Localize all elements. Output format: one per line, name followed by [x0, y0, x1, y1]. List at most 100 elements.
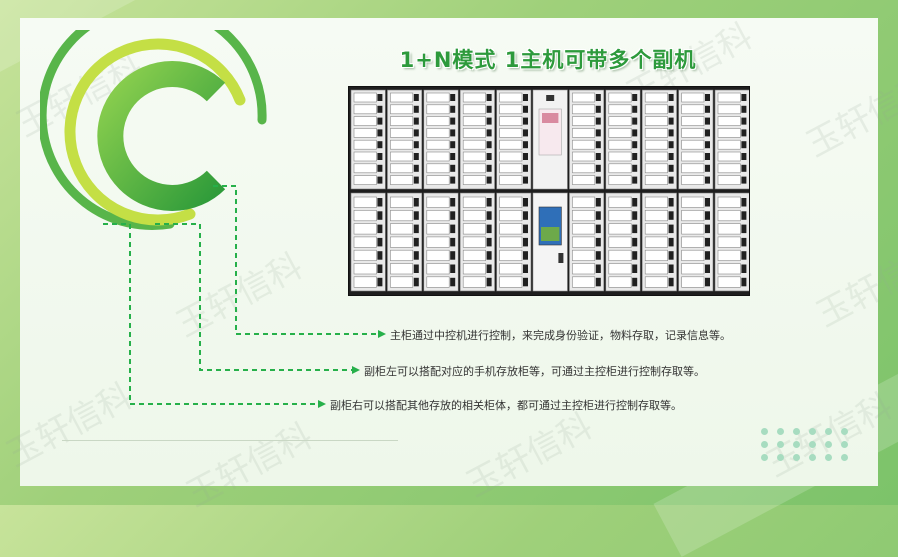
dot-grid-icon [761, 428, 853, 464]
locker-door [353, 116, 377, 126]
locker-door [644, 104, 668, 115]
locker-door [353, 139, 377, 150]
locker-slot [632, 211, 638, 220]
locker-door [717, 276, 741, 288]
locker-door [353, 151, 377, 162]
locker-slot [705, 105, 710, 113]
locker-slot [741, 277, 747, 287]
locker-door [717, 210, 741, 222]
locker-door [499, 139, 523, 150]
locker-slot [523, 141, 528, 149]
locker-door [681, 104, 705, 115]
locker-door [608, 223, 632, 235]
locker-slot [450, 251, 456, 260]
locker-door [681, 128, 705, 138]
locker-door [644, 236, 668, 248]
locker-door [390, 128, 414, 138]
locker-door [681, 175, 705, 185]
locker-door [462, 151, 486, 162]
locker-slot [523, 94, 528, 101]
locker-door [390, 163, 414, 174]
locker-slot [377, 176, 383, 184]
locker-slot [523, 251, 528, 260]
locker-door [353, 128, 377, 138]
locker-slot [632, 198, 638, 207]
locker-door [717, 223, 741, 235]
locker-door [572, 196, 596, 208]
locker-slot [668, 117, 674, 125]
locker-slot [668, 237, 674, 247]
locker-slot [668, 224, 674, 234]
locker-cabinet-image [348, 86, 750, 296]
locker-slot [741, 141, 747, 149]
locker-slot [632, 176, 638, 184]
locker-door [717, 196, 741, 208]
locker-door [717, 163, 741, 174]
locker-slot [668, 164, 674, 172]
locker-door [499, 104, 523, 115]
locker-slot [705, 277, 710, 287]
locker-door [499, 276, 523, 288]
locker-slot [668, 198, 674, 207]
locker-door [681, 92, 705, 103]
locker-door [572, 116, 596, 126]
locker-door [390, 263, 414, 275]
locker-slot [741, 164, 747, 172]
locker-door [390, 151, 414, 162]
locker-slot [595, 141, 601, 149]
locker-door [353, 210, 377, 222]
locker-slot [741, 198, 747, 207]
dot [793, 441, 800, 448]
locker-door [608, 210, 632, 222]
locker-slot [523, 198, 528, 207]
locker-slot [741, 251, 747, 260]
locker-door [644, 163, 668, 174]
locker-door [462, 236, 486, 248]
locker-slot [705, 164, 710, 172]
dot [809, 428, 816, 435]
locker-door [390, 104, 414, 115]
locker-door [462, 104, 486, 115]
locker-door [681, 210, 705, 222]
locker-slot [523, 153, 528, 160]
locker-door [572, 104, 596, 115]
locker-door [426, 151, 450, 162]
locker-door [644, 210, 668, 222]
locker-door [644, 92, 668, 103]
locker-slot [486, 176, 492, 184]
locker-slot [741, 224, 747, 234]
locker-slot [595, 277, 601, 287]
locker-slot [450, 153, 456, 160]
locker-door [572, 92, 596, 103]
locker-slot [595, 264, 601, 273]
locker-slot [668, 94, 674, 101]
locker-slot [523, 129, 528, 137]
locker-door [572, 210, 596, 222]
locker-door [499, 223, 523, 235]
dot [825, 441, 832, 448]
locker-door [353, 175, 377, 185]
locker-slot [413, 117, 419, 125]
locker-slot [450, 129, 456, 137]
locker-slot [741, 211, 747, 220]
arrow-right-icon [378, 330, 386, 338]
locker-door [717, 263, 741, 275]
locker-slot [523, 117, 528, 125]
locker-slot [705, 224, 710, 234]
description-right-cabinet: 副柜右可以搭配其他存放的相关柜体，都可通过主控柜进行控制存取等。 [330, 399, 682, 412]
locker-slot [668, 211, 674, 220]
locker-door [572, 163, 596, 174]
locker-door [608, 196, 632, 208]
locker-door [390, 92, 414, 103]
locker-door [462, 116, 486, 126]
locker-slot [741, 264, 747, 273]
locker-slot [486, 141, 492, 149]
locker-slot [595, 251, 601, 260]
locker-slot [486, 164, 492, 172]
locker-door [717, 116, 741, 126]
locker-door [499, 175, 523, 185]
locker-door [390, 236, 414, 248]
locker-slot [632, 277, 638, 287]
locker-door [426, 175, 450, 185]
locker-door [608, 104, 632, 115]
